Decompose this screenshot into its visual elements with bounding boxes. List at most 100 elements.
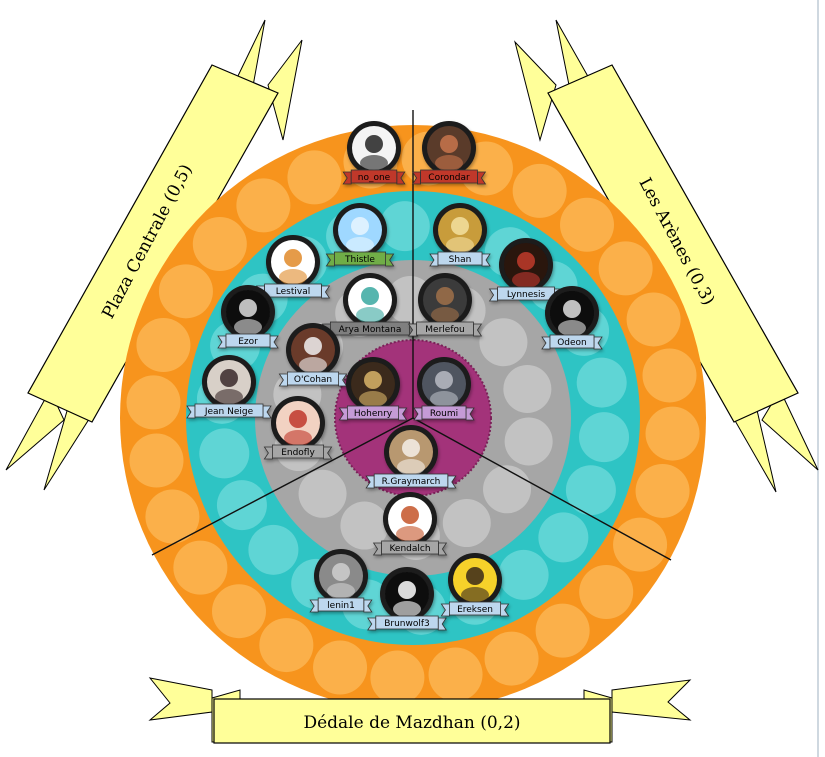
player-name: O'Cohan — [294, 375, 332, 385]
player-token[interactable]: Lestival — [255, 235, 331, 299]
player-token[interactable]: R.Graymarch — [365, 425, 457, 489]
avatar-detail — [284, 249, 302, 267]
avatar-detail — [289, 410, 307, 428]
player-label-box — [437, 251, 483, 266]
player-token[interactable]: lenin1 — [309, 549, 373, 613]
player-name: Corondar — [428, 173, 470, 183]
label-tail — [338, 373, 348, 387]
slot-dot — [313, 640, 368, 695]
avatar-detail — [558, 320, 586, 336]
player-name: Lestival — [276, 287, 310, 297]
avatar-detail — [360, 155, 388, 171]
player-token[interactable]: Kendalch — [372, 492, 448, 556]
label-tail — [481, 253, 491, 267]
avatar-detail — [402, 439, 420, 457]
player-token[interactable]: no_one — [342, 121, 406, 185]
avatar-detail — [327, 583, 355, 599]
player-label-box — [416, 321, 474, 336]
avatar-detail — [435, 371, 453, 389]
slot-dot — [158, 264, 213, 319]
avatar-detail — [461, 587, 489, 603]
slot-dot — [126, 375, 181, 430]
player-token[interactable]: Ereksen — [440, 553, 510, 617]
avatar-detail — [435, 155, 463, 171]
player-label-box — [448, 601, 501, 616]
player-name: Thistle — [344, 255, 375, 265]
avatar-detail — [446, 237, 474, 253]
slot-dot — [298, 469, 347, 518]
slot-dot — [259, 618, 314, 673]
label-tail — [398, 407, 408, 421]
label-tail — [365, 475, 375, 489]
player-name: Ezor — [238, 337, 258, 347]
player-name: Ereksen — [457, 605, 493, 615]
avatar-detail — [279, 269, 307, 285]
label-tail — [396, 171, 406, 185]
player-name: Jean Neige — [204, 407, 254, 417]
slot-dot — [645, 406, 700, 461]
player-name: lenin1 — [327, 601, 355, 611]
player-label-box — [350, 169, 398, 184]
player-label-box — [317, 597, 365, 612]
player-label-box — [225, 333, 271, 348]
slot-dot — [498, 549, 549, 600]
label-tail — [488, 288, 499, 302]
avatar-detail — [239, 299, 257, 317]
slot-dot — [512, 163, 567, 218]
slot-dot — [199, 428, 250, 479]
player-token[interactable]: Shan — [429, 203, 491, 267]
label-tail — [309, 599, 319, 613]
player-label-box — [373, 473, 449, 488]
avatar-detail — [517, 252, 535, 270]
player-token[interactable]: Jean Neige — [186, 355, 272, 419]
label-tail — [372, 542, 383, 556]
player-name: R.Graymarch — [382, 477, 441, 487]
player-token[interactable]: Merlefou — [407, 273, 483, 337]
slot-dot — [535, 603, 590, 658]
player-token[interactable]: Corondar — [411, 121, 487, 185]
label-tail — [437, 542, 448, 556]
player-token[interactable]: Brunwolf3 — [367, 567, 447, 631]
player-token[interactable]: Endofly — [263, 396, 333, 460]
player-token[interactable]: Odeon — [541, 286, 603, 350]
player-token[interactable]: Arya Montana — [321, 273, 419, 337]
banner-bottom-text: Dédale de Mazdhan (0,2) — [303, 713, 520, 733]
slot-dot — [211, 584, 266, 639]
player-token[interactable]: Roumi — [413, 357, 475, 421]
label-tail — [440, 603, 450, 617]
player-label-box — [271, 444, 324, 459]
label-tail — [367, 617, 377, 631]
label-tail — [385, 253, 395, 267]
label-tail — [363, 599, 373, 613]
slot-dot — [192, 216, 247, 271]
player-name: Lynnesis — [507, 290, 546, 300]
slot-dot — [538, 512, 589, 563]
slot-dot — [428, 647, 483, 702]
player-token[interactable]: Hohenry — [338, 357, 408, 421]
slot-dot — [598, 241, 653, 296]
sector-dividers — [151, 110, 672, 561]
player-label-box — [329, 321, 410, 336]
player-token[interactable]: Thistle — [325, 203, 395, 267]
slot-dot — [642, 348, 697, 403]
label-tail — [186, 405, 196, 419]
slot-dot — [579, 412, 630, 463]
avatar-detail — [431, 307, 459, 323]
slot-dot — [613, 517, 668, 572]
slot-dot — [576, 357, 627, 408]
player-name: Odeon — [557, 338, 587, 348]
label-tail — [541, 336, 551, 350]
player-token[interactable]: O'Cohan — [278, 323, 348, 387]
label-tail — [472, 323, 483, 337]
avatar-detail — [299, 357, 327, 373]
avatar-detail — [356, 307, 384, 323]
avatar-detail — [401, 506, 419, 524]
label-tail — [593, 336, 603, 350]
player-label-box — [286, 371, 339, 386]
avatar-detail — [512, 272, 540, 288]
player-token[interactable]: Ezor — [217, 285, 279, 349]
label-tail — [263, 446, 273, 460]
slot-dot — [565, 465, 616, 516]
player-name: Endofly — [281, 448, 315, 458]
